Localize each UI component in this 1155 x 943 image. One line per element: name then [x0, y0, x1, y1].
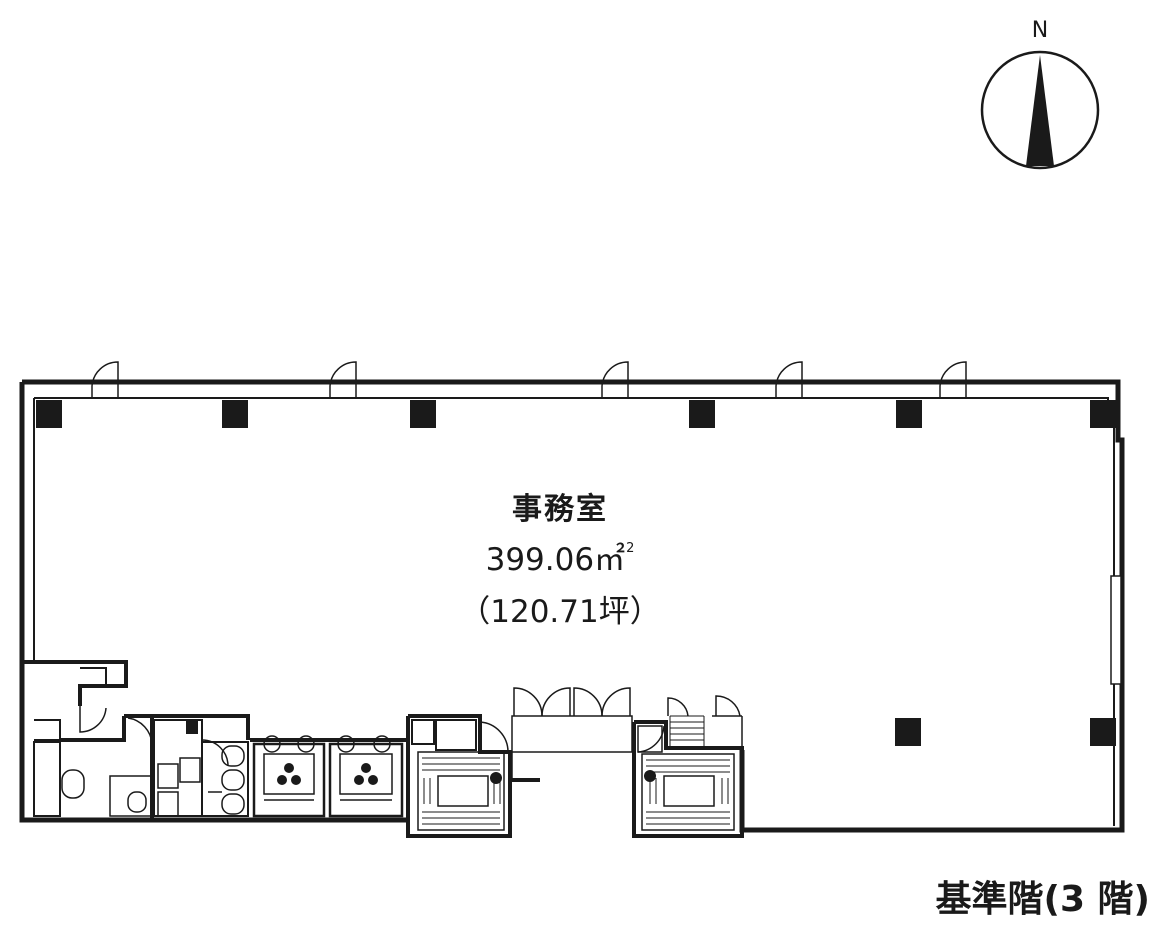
- door: [79, 706, 107, 733]
- stair-landing: [437, 775, 489, 807]
- stair-treads: [669, 715, 705, 748]
- column: [895, 718, 921, 746]
- office-room-tsubo: （120.71坪）: [459, 594, 661, 630]
- window: [1110, 575, 1122, 685]
- shaft: [435, 719, 477, 751]
- stair-left: [406, 714, 540, 838]
- wall: [60, 716, 126, 742]
- elevator-door: [263, 735, 281, 753]
- office-area-unit: ㎡: [594, 542, 626, 578]
- door: [329, 361, 357, 398]
- door: [541, 687, 571, 717]
- compass-needle-icon: [1026, 55, 1054, 166]
- service-core: [22, 660, 250, 820]
- stair-treads: [422, 757, 501, 825]
- cabinet: [157, 791, 179, 817]
- toilet-icon: [221, 769, 245, 791]
- wall: [80, 667, 107, 686]
- elevator-car: [263, 753, 315, 795]
- column: [410, 400, 436, 428]
- north-doors: [91, 361, 967, 398]
- drain-icon: [490, 772, 502, 784]
- door: [601, 687, 631, 717]
- door: [939, 361, 967, 398]
- office-area-value: 399.06: [485, 542, 595, 578]
- lobby: [511, 687, 633, 780]
- elevator-door: [373, 735, 391, 753]
- elevator-door: [297, 735, 315, 753]
- wall: [22, 660, 128, 706]
- stair-frame: [641, 753, 735, 831]
- stair-right: [632, 695, 744, 838]
- door: [513, 687, 543, 717]
- elevator-door: [337, 735, 355, 753]
- cabinet: [157, 763, 179, 789]
- office-room-area: 399.06㎡2: [440, 534, 680, 579]
- outer-wall-left: [19, 382, 408, 823]
- cabinet: [33, 741, 61, 817]
- toilet-icon: [221, 745, 245, 767]
- column: [689, 400, 715, 428]
- wall: [406, 714, 512, 838]
- door: [601, 361, 629, 398]
- door: [667, 697, 689, 717]
- floor-title: 基準階(3 階): [935, 879, 1151, 920]
- elevator-car: [339, 753, 393, 795]
- columns: [36, 400, 1116, 746]
- elevator: [328, 742, 404, 818]
- door: [637, 725, 665, 753]
- wall: [34, 719, 61, 741]
- door: [775, 361, 803, 398]
- shaft: [411, 719, 435, 745]
- column: [896, 400, 922, 428]
- office-area-unit-sup: 2: [626, 541, 635, 556]
- elevators: [250, 735, 410, 820]
- compass-north-label: N: [1031, 18, 1049, 43]
- column: [36, 400, 62, 428]
- door: [91, 361, 119, 398]
- shaft: [637, 725, 663, 753]
- door: [573, 687, 603, 717]
- room: [201, 741, 249, 817]
- stair-treads: [646, 759, 730, 825]
- wall: [124, 714, 250, 740]
- door: [127, 717, 153, 745]
- toilet-icon: [221, 793, 245, 815]
- drain-icon: [644, 770, 656, 782]
- sink: [179, 757, 201, 783]
- lobby-corridor: [511, 715, 633, 753]
- column: [222, 400, 248, 428]
- compass: [980, 50, 1100, 170]
- column: [1090, 400, 1116, 428]
- stair-frame: [417, 751, 505, 831]
- elevator: [252, 742, 326, 818]
- column: [1090, 718, 1116, 746]
- toilet-icon: [127, 791, 147, 813]
- shaft: [186, 720, 198, 734]
- toilet-icon: [61, 769, 85, 799]
- compass-circle: [980, 50, 1100, 170]
- door: [201, 739, 229, 767]
- sink: [109, 775, 153, 817]
- door: [479, 721, 509, 753]
- office-room-name: 事務室: [512, 492, 608, 527]
- stair-landing: [663, 775, 715, 807]
- door: [715, 695, 741, 717]
